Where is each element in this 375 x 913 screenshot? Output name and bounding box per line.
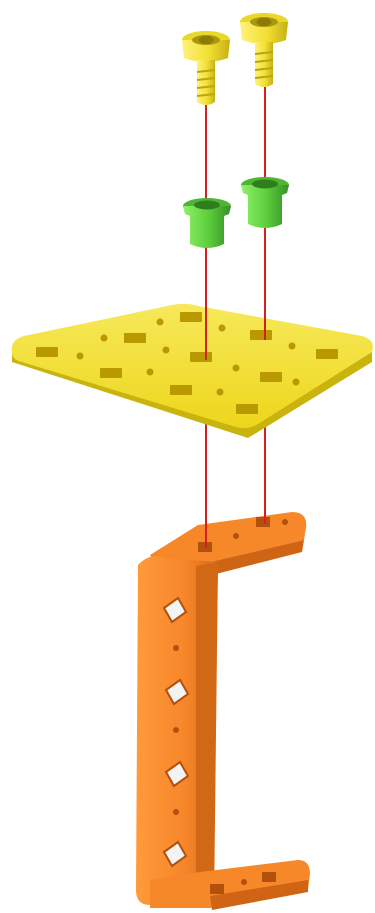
c-bracket (136, 512, 310, 910)
spacer-right (241, 177, 289, 228)
bracket-hole (256, 517, 270, 527)
spacer-left (183, 198, 231, 248)
square-plate (12, 304, 373, 438)
screw-right (240, 13, 288, 87)
screw-left (182, 31, 230, 105)
